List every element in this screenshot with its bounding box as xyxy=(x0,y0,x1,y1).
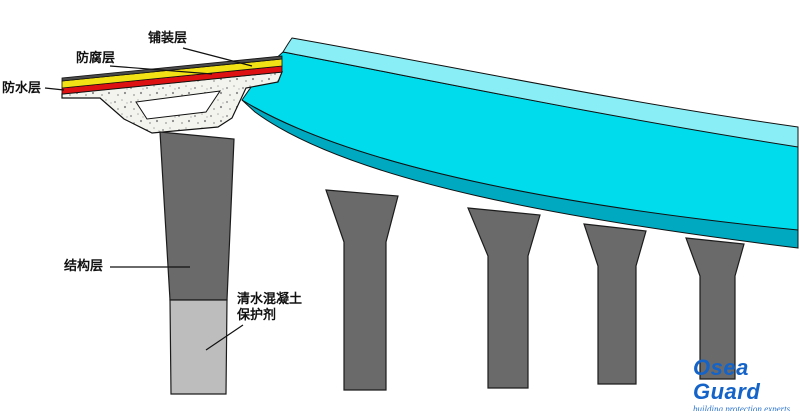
label-concrete-protectant: 清水混凝土 保护剂 xyxy=(237,291,302,323)
pier-3 xyxy=(467,207,541,389)
leader-anticorrosion xyxy=(109,65,213,75)
leader-waterproof xyxy=(44,87,65,91)
pier-1-protected xyxy=(169,299,228,395)
label-structure-layer: 结构层 xyxy=(64,258,104,273)
pier-2 xyxy=(325,189,399,391)
label-concrete-protectant-line1: 清水混凝土 xyxy=(237,291,303,306)
pier-4 xyxy=(583,223,647,385)
label-concrete-protectant-line2: 保护剂 xyxy=(237,307,277,322)
logo-osea-guard: Osea Guard building protection experts xyxy=(693,356,800,411)
leader-pavement xyxy=(182,47,253,67)
pier-5 xyxy=(685,237,745,380)
girder-hollow xyxy=(135,90,222,120)
pier-1-structure xyxy=(159,131,235,301)
label-pavement-layer: 铺装层 xyxy=(148,30,188,45)
deck-top-surface xyxy=(282,37,799,148)
label-waterproof-layer: 防水层 xyxy=(2,80,42,95)
label-anticorrosion-layer: 防腐层 xyxy=(76,50,116,65)
logo-tagline: building protection experts xyxy=(693,404,791,411)
leader-concrete-protectant xyxy=(205,324,244,351)
logo-name: Osea Guard xyxy=(693,355,761,404)
pavement-layer xyxy=(61,55,283,82)
